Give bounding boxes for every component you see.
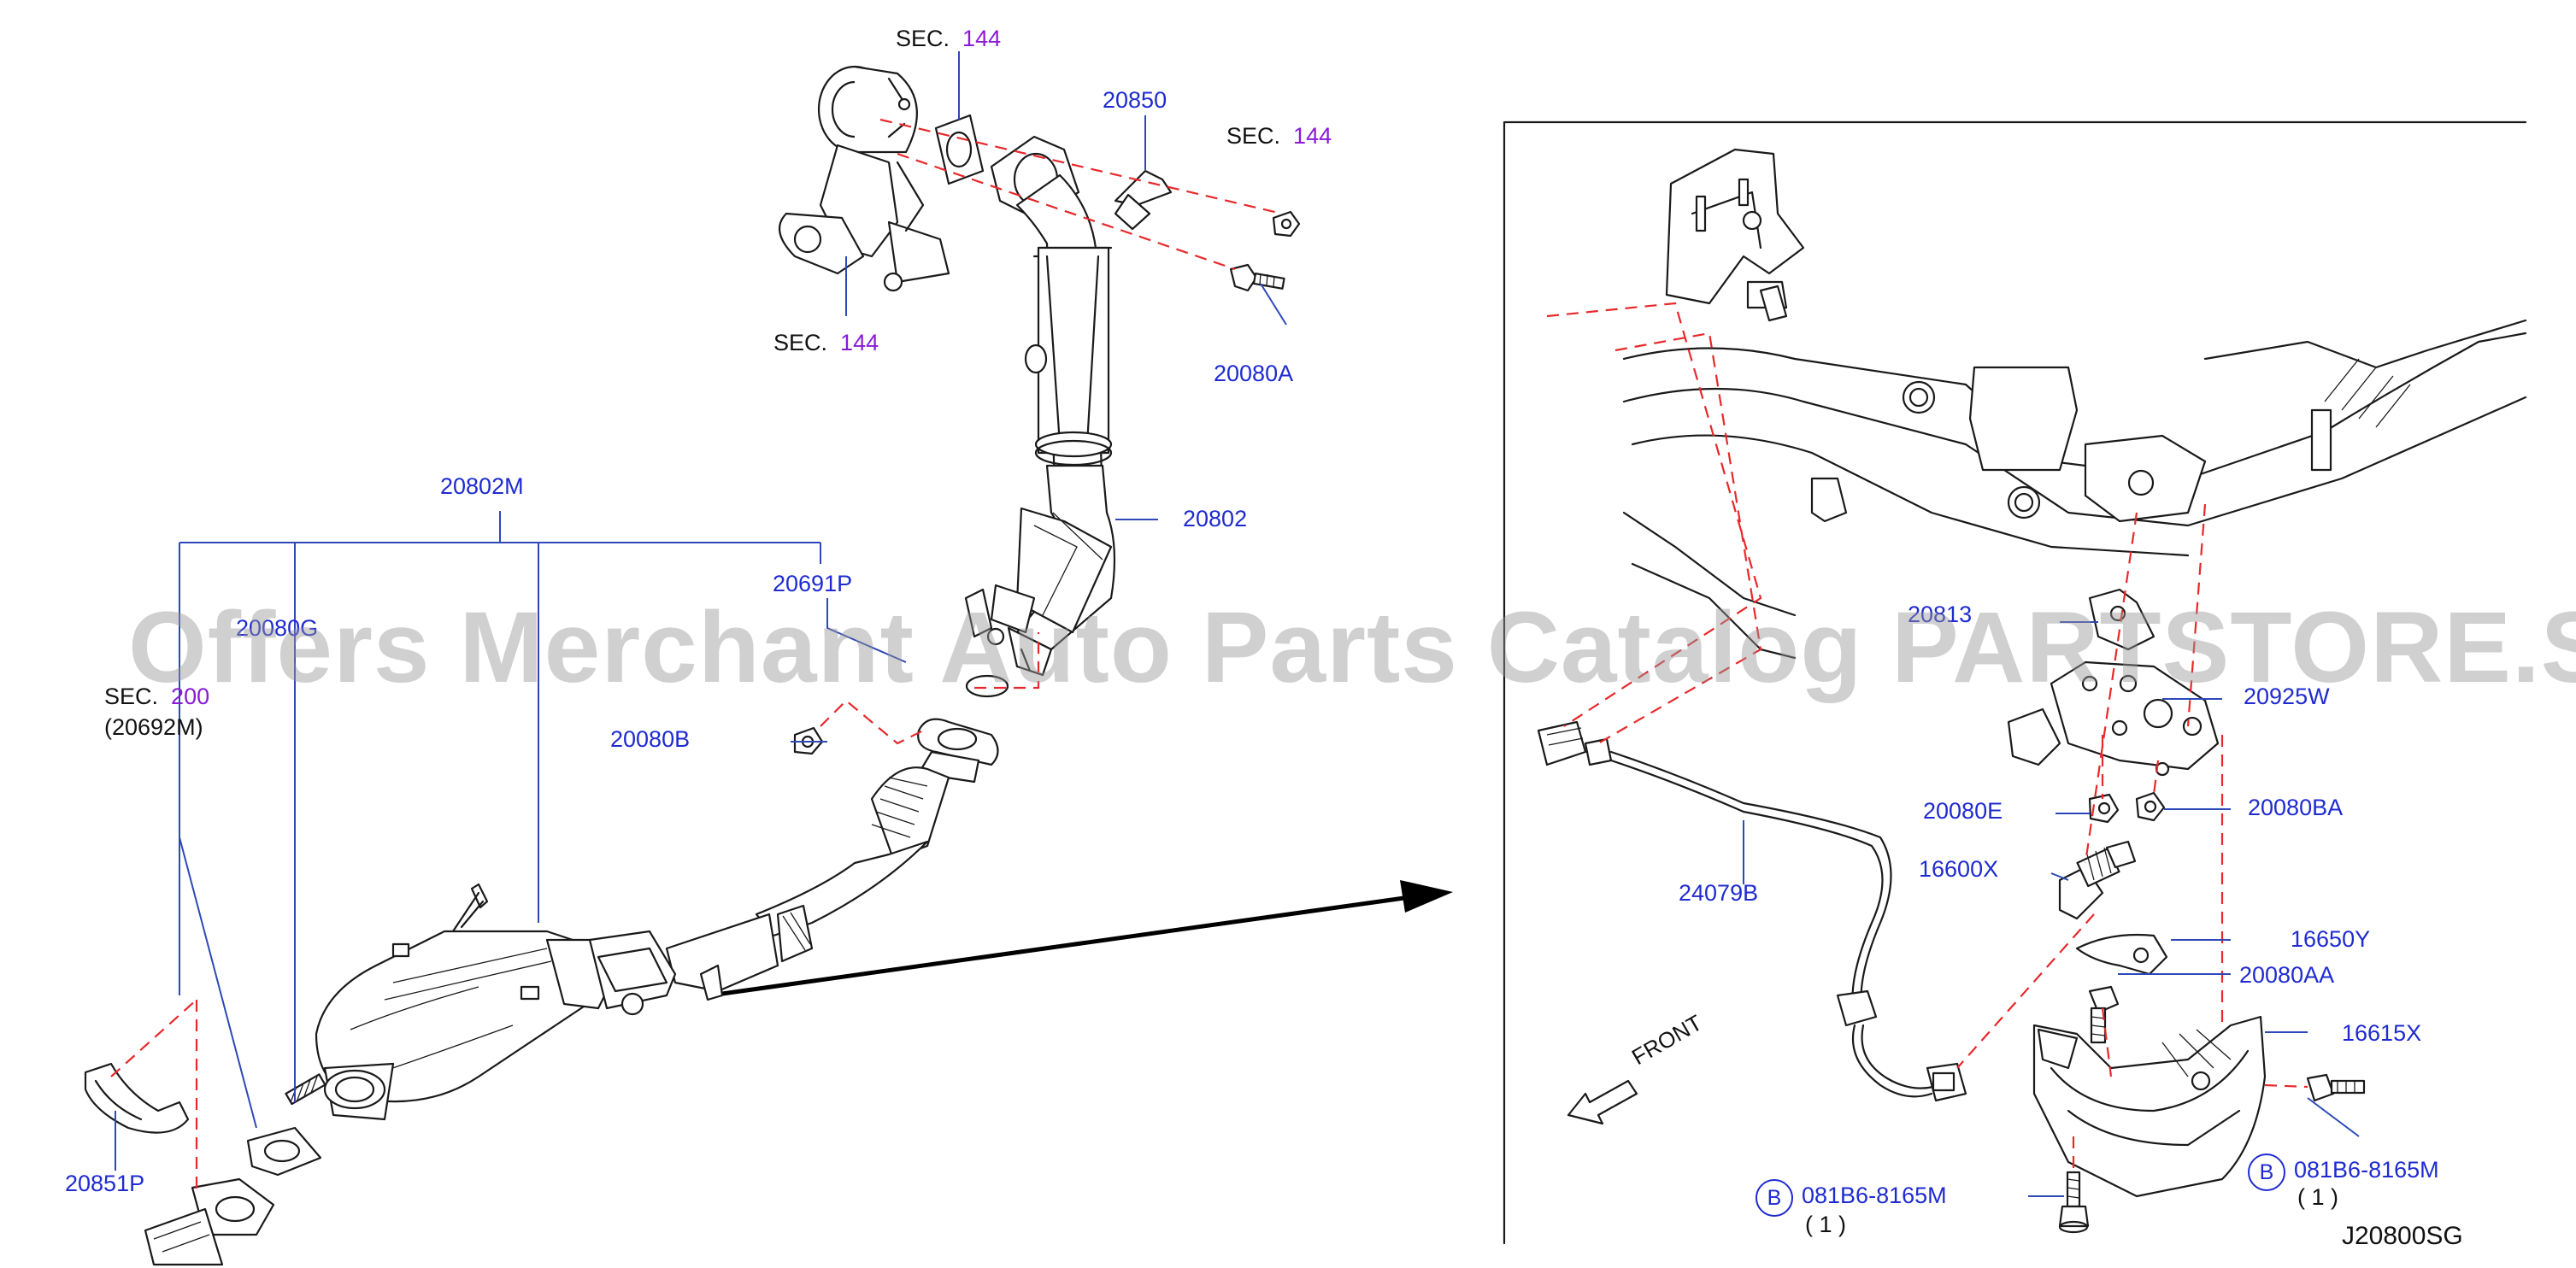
section-number[interactable]: 144 xyxy=(1293,123,1332,149)
section-prefix: SEC. xyxy=(773,330,828,355)
part-20080AA[interactable]: 20080AA xyxy=(2239,962,2335,988)
watermark-text: Offers Merchant Auto Parts Catalog PARTS… xyxy=(128,591,2576,704)
bolt-qty-right: ( 1 ) xyxy=(2297,1184,2339,1210)
section-prefix: SEC. xyxy=(896,26,950,51)
leader-lines xyxy=(115,51,2360,1197)
nut-20080E xyxy=(2088,793,2120,824)
harness-24079B xyxy=(1537,720,1967,1102)
part-16600X[interactable]: 16600X xyxy=(1919,856,1999,882)
heat-shield-20851P xyxy=(84,1062,190,1134)
part-16615X[interactable]: 16615X xyxy=(2342,1020,2422,1046)
section-prefix: SEC. xyxy=(1226,123,1281,149)
section-label-144-right: SEC. 144 xyxy=(1226,125,1332,148)
part-20080BA[interactable]: 20080BA xyxy=(2248,795,2344,820)
part-20691P[interactable]: 20691P xyxy=(773,571,853,596)
diagram-code: J20800SG xyxy=(2342,1222,2463,1250)
alignment-dashes xyxy=(110,118,2308,1196)
section-label-144-bottom: SEC. 144 xyxy=(773,332,879,355)
clip-16650Y xyxy=(2075,933,2168,976)
oxygen-sensor-16600X xyxy=(2058,840,2137,920)
catalytic-converter xyxy=(315,883,677,1121)
part-20850[interactable]: 20850 xyxy=(1103,87,1167,113)
bolt-circle-right: B xyxy=(2248,1154,2285,1191)
turbo-outlet-gasket xyxy=(934,114,985,185)
part-16650Y[interactable]: 16650Y xyxy=(2291,926,2371,952)
part-20925W[interactable]: 20925W xyxy=(2244,684,2330,709)
section-number[interactable]: 144 xyxy=(962,26,1002,51)
section-prefix: SEC. xyxy=(104,684,159,709)
section-number[interactable]: 144 xyxy=(840,330,879,355)
bolt-b-right xyxy=(2306,1073,2366,1102)
part-20802M[interactable]: 20802M xyxy=(440,473,524,499)
inset-crossmember xyxy=(1622,319,2527,660)
rear-gasket xyxy=(246,1126,322,1177)
part-20080A[interactable]: 20080A xyxy=(1214,361,1294,386)
flex-pipe-assembly xyxy=(660,718,999,1001)
part-20080E[interactable]: 20080E xyxy=(1923,798,2003,824)
bolt-b-bottom xyxy=(2058,1171,2090,1234)
turbocharger-housing xyxy=(778,65,950,292)
section-label-144-top: SEC. 144 xyxy=(896,27,1001,50)
inset-frame xyxy=(1503,120,2527,1245)
bracket-20925W xyxy=(2007,660,2220,777)
front-pipe-gasket xyxy=(965,674,1009,698)
center-pipe-flange xyxy=(144,1177,275,1266)
section-label-200: SEC. 200 xyxy=(104,685,209,708)
bolt-qty-bottom: ( 1 ) xyxy=(1805,1212,1847,1237)
nut-20080BA xyxy=(2135,791,2166,822)
part-20851P[interactable]: 20851P xyxy=(65,1171,145,1196)
part-20080G[interactable]: 20080G xyxy=(236,615,319,641)
part-20080B[interactable]: 20080B xyxy=(610,726,691,752)
inset-mount-bracket xyxy=(1665,148,1805,322)
front-exhaust-pipe xyxy=(964,173,1116,677)
bracket-20850 xyxy=(1114,169,1173,231)
stud-20080G xyxy=(285,1073,326,1106)
bolt-20080AA xyxy=(2088,985,2120,1044)
nut-144-right xyxy=(1272,210,1301,238)
section-number[interactable]: 200 xyxy=(171,684,210,709)
heat-shield-16615X xyxy=(2032,1015,2267,1198)
bolt-circle-bottom: B xyxy=(1756,1179,1793,1217)
section-200-subpart: (20692M) xyxy=(104,714,203,740)
part-20813[interactable]: 20813 xyxy=(1908,602,1973,627)
bolt-20080A xyxy=(1229,263,1285,292)
part-20802[interactable]: 20802 xyxy=(1183,506,1248,531)
pointer-arrow xyxy=(721,880,1453,996)
bolt-part-right[interactable]: 081B6-8165M xyxy=(2294,1157,2439,1183)
front-direction-icon xyxy=(1567,1079,1638,1125)
bolt-part-bottom[interactable]: 081B6-8165M xyxy=(1802,1183,1947,1208)
part-24079B[interactable]: 24079B xyxy=(1679,880,1759,906)
